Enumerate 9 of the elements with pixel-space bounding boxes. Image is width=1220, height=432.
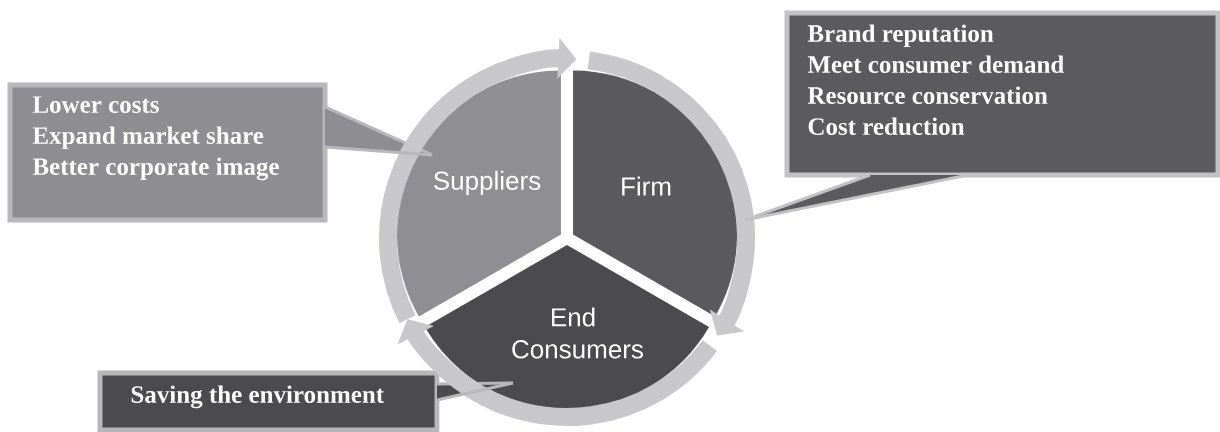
cycle-arrow bbox=[587, 51, 755, 336]
callout-box: Brand reputation Meet consumer demand Resource conservation Cost reduction bbox=[744, 10, 1220, 222]
leader-line bbox=[436, 381, 514, 402]
cycle-arrow bbox=[397, 319, 717, 426]
leader-line bbox=[744, 173, 969, 222]
leader-line bbox=[324, 145, 433, 157]
callout-box: Lower costs Expand market share Better corporate image bbox=[7, 82, 433, 223]
pie-segment: End Consumers bbox=[425, 245, 710, 409]
callout-box: Saving the environment bbox=[97, 370, 514, 432]
